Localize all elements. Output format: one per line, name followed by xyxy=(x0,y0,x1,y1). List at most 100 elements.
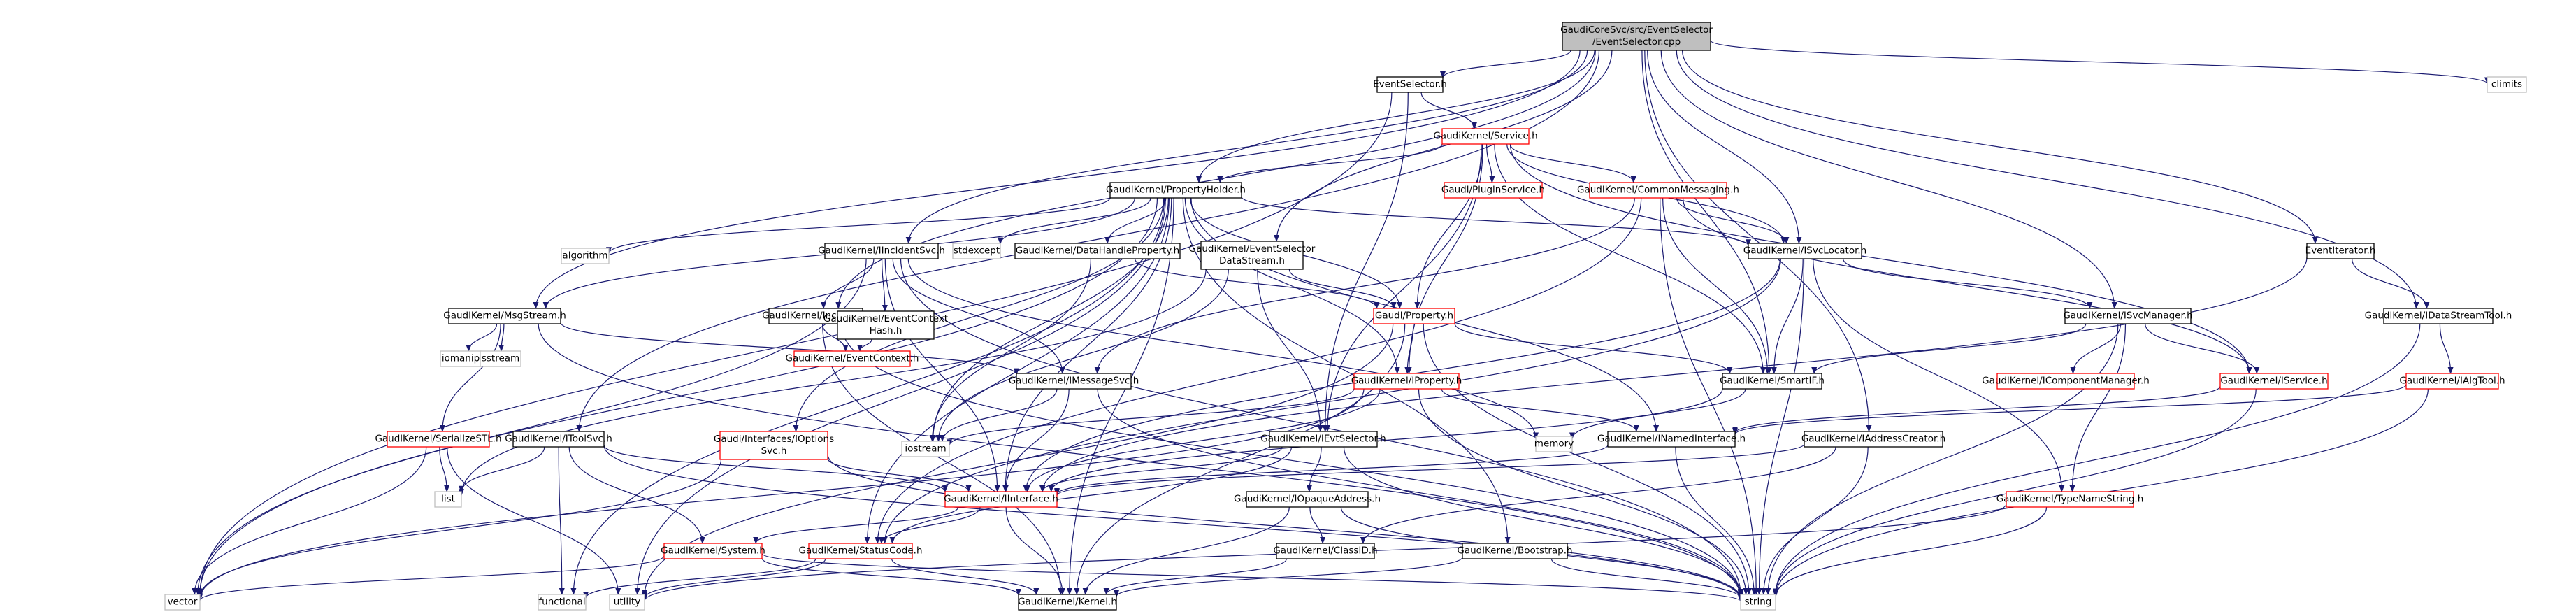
edge-itoolsvc-to-list xyxy=(459,446,545,493)
node-pluginsvc-label: Gaudi/PluginService.h xyxy=(1441,185,1545,196)
node-iinterface[interactable]: GaudiKernel/IInterface.h xyxy=(944,491,1058,508)
edge-incident-to-kernel xyxy=(822,323,1064,595)
edge-root-to-evsel_h xyxy=(1440,50,1571,78)
node-root-label: /EventSelector.cpp xyxy=(1592,36,1681,48)
edge-system-to-vector xyxy=(197,555,665,601)
node-isvclocator[interactable]: GaudiKernel/ISvcLocator.h xyxy=(1743,243,1866,259)
node-evsel_h-box xyxy=(1376,76,1444,93)
edge-evseldatastream-to-list xyxy=(459,269,1207,497)
node-classid-label: GaudiKernel/ClassID.h xyxy=(1273,545,1377,557)
node-idatastreamtool-box xyxy=(2383,308,2494,324)
node-datahandleprop[interactable]: GaudiKernel/DataHandleProperty.h xyxy=(1014,243,1181,259)
node-typenamestring[interactable]: GaudiKernel/TypeNameString.h xyxy=(1996,491,2144,508)
node-bootstrap[interactable]: GaudiKernel/Bootstrap.h xyxy=(1457,543,1573,559)
edge-root-to-eventiterator xyxy=(1682,50,2318,244)
node-gaudiproperty-box xyxy=(1373,308,1455,324)
node-serializestl[interactable]: GaudiKernel/SerializeSTL.h xyxy=(375,431,502,448)
edge-isvcmanager-to-icomponentmgr xyxy=(2070,323,2122,374)
node-itoolsvc[interactable]: GaudiKernel/IToolSvc.h xyxy=(505,431,612,448)
edge-classid-to-kernel xyxy=(1103,558,1287,595)
node-imessagesvc[interactable]: GaudiKernel/IMessageSvc.h xyxy=(1009,373,1139,390)
node-iproperty[interactable]: GaudiKernel/IProperty.h xyxy=(1351,373,1462,390)
edge-propholder-to-algorithm xyxy=(606,197,1111,255)
node-root[interactable]: GaudiCoreSvc/src/EventSelector/EventSele… xyxy=(1560,22,1713,51)
node-datahandleprop-label: GaudiKernel/DataHandleProperty.h xyxy=(1016,245,1179,257)
edge-service-to-iservice xyxy=(1509,143,2252,374)
edge-iproperty-to-string xyxy=(1418,388,1749,595)
node-incidentsvc[interactable]: GaudiKernel/IIncidentSvc.h xyxy=(818,243,945,259)
node-isvcmanager[interactable]: GaudiKernel/ISvcManager.h xyxy=(2063,308,2193,324)
edge-incident-to-string xyxy=(840,323,1743,598)
node-evseldatastream-box xyxy=(1200,241,1304,270)
node-evcontext[interactable]: GaudiKernel/EventContext.h xyxy=(786,350,919,367)
edge-ialgtool-to-inamedinterface xyxy=(1732,384,2407,436)
edge-incidentsvc-to-memory xyxy=(907,258,1539,440)
node-statuscode[interactable]: GaudiKernel/StatusCode.h xyxy=(799,543,923,559)
node-inamedinterface[interactable]: GaudiKernel/INamedInterface.h xyxy=(1597,431,1746,448)
node-ievtselector[interactable]: GaudiKernel/IEvtSelector.h xyxy=(1260,431,1386,448)
edge-idatastreamtool-to-string xyxy=(1773,323,2421,596)
node-iopaqueaddress[interactable]: GaudiKernel/IOpaqueAddress.h xyxy=(1234,491,1381,508)
edge-service-to-pluginsvc xyxy=(1486,143,1495,183)
edge-msgstream-to-imessagesvc xyxy=(560,322,1019,376)
node-string-label: string xyxy=(1745,597,1772,608)
edge-evseldatastream-to-gaudiproperty xyxy=(1288,269,1397,309)
node-iostream-box xyxy=(901,441,950,457)
node-service[interactable]: GaudiKernel/Service.h xyxy=(1433,128,1538,145)
node-msgstream[interactable]: GaudiKernel/MsgStream.h xyxy=(443,308,566,324)
node-iproperty-box xyxy=(1353,373,1460,390)
node-classid-box xyxy=(1276,543,1375,559)
node-evsel_h[interactable]: EventSelector.h xyxy=(1373,76,1447,93)
node-idatastreamtool[interactable]: GaudiKernel/IDataStreamTool.h xyxy=(2365,308,2512,324)
edge-isvcmanager-to-smartif xyxy=(1811,323,2087,374)
node-algorithm: algorithm xyxy=(561,248,610,264)
node-icomponentmgr[interactable]: GaudiKernel/IComponentManager.h xyxy=(1982,373,2150,390)
edge-smartif-to-memory xyxy=(1569,388,1746,440)
node-iaddresscreator[interactable]: GaudiKernel/IAddressCreator.h xyxy=(1801,431,1945,448)
edge-iopaqueaddress-to-kernel xyxy=(1082,506,1290,595)
node-ioptionssvc-label: Svc.h xyxy=(761,445,787,457)
node-commonmsg[interactable]: GaudiKernel/CommonMessaging.h xyxy=(1577,182,1739,199)
node-stdexcept-label: stdexcept xyxy=(954,245,1000,257)
node-functional-label: functional xyxy=(538,597,585,608)
node-iinterface-label: GaudiKernel/IInterface.h xyxy=(944,494,1058,505)
node-inamedinterface-box xyxy=(1607,431,1736,448)
node-eventiterator[interactable]: EventIterator.h xyxy=(2305,243,2376,259)
node-system[interactable]: GaudiKernel/System.h xyxy=(661,543,765,559)
node-evcontexthash-box xyxy=(837,310,935,340)
node-inamedinterface-label: GaudiKernel/INamedInterface.h xyxy=(1597,434,1746,445)
edge-ievtselector-to-iopaqueaddress xyxy=(1306,446,1322,492)
edge-idatastreamtool-to-ialgtool xyxy=(2439,323,2454,374)
node-list: list xyxy=(434,491,462,508)
node-ialgtool[interactable]: GaudiKernel/IAlgTool.h xyxy=(2399,373,2505,390)
edge-ievtselector-to-string xyxy=(1343,446,1743,597)
edge-root-to-incidentsvc xyxy=(905,50,1588,244)
node-typenamestring-box xyxy=(2006,491,2134,508)
node-commonmsg-label: GaudiKernel/CommonMessaging.h xyxy=(1577,185,1739,196)
node-classid[interactable]: GaudiKernel/ClassID.h xyxy=(1273,543,1378,559)
edge-imessagesvc-to-iostream xyxy=(940,388,1058,442)
node-imessagesvc-label: GaudiKernel/IMessageSvc.h xyxy=(1009,376,1139,387)
node-propholder[interactable]: GaudiKernel/PropertyHolder.h xyxy=(1106,182,1246,199)
node-iopaqueaddress-label: GaudiKernel/IOpaqueAddress.h xyxy=(1234,494,1381,505)
edge-iproperty-to-inamedinterface xyxy=(1441,388,1639,432)
node-kernel[interactable]: GaudiKernel/Kernel.h xyxy=(1018,594,1117,611)
node-smartif[interactable]: GaudiKernel/SmartIF.h xyxy=(1720,373,1825,390)
edge-propholder-to-isvclocator xyxy=(1241,196,1751,247)
node-gaudiproperty-label: Gaudi/Property.h xyxy=(1375,310,1453,322)
node-pluginsvc[interactable]: Gaudi/PluginService.h xyxy=(1441,182,1545,199)
node-iservice[interactable]: GaudiKernel/IService.h xyxy=(2219,373,2329,390)
node-bootstrap-box xyxy=(1462,543,1568,559)
node-gaudiproperty[interactable]: Gaudi/Property.h xyxy=(1373,308,1455,324)
edge-ioptionssvc-to-vector xyxy=(197,459,722,599)
edge-itoolsvc-to-system xyxy=(568,446,705,544)
node-functional: functional xyxy=(538,594,587,611)
edge-ioptionssvc-to-string xyxy=(827,454,1743,600)
node-isvclocator-box xyxy=(1748,243,1862,259)
edge-msgstream-to-iomanip xyxy=(466,323,498,352)
edge-evcontexthash-to-evcontext xyxy=(857,338,872,352)
edge-iproperty-to-vector xyxy=(197,388,1365,600)
